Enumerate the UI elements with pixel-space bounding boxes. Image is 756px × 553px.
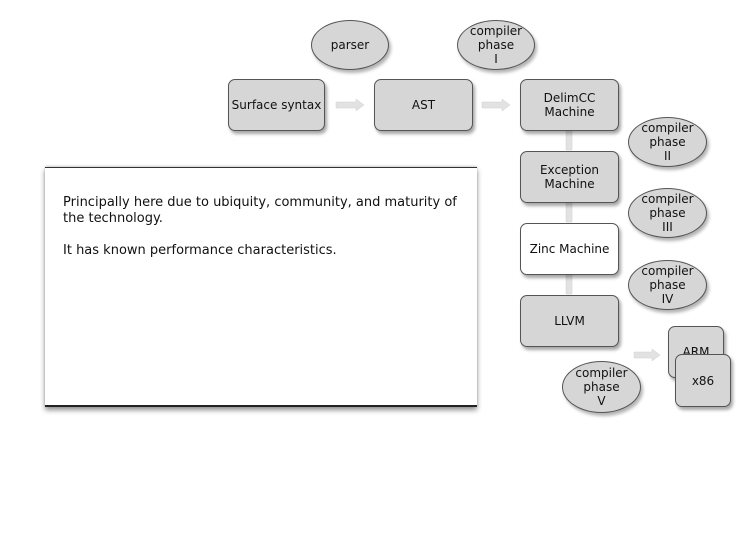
label-compiler-phase-4: compiler phase IV bbox=[628, 260, 707, 310]
node-exception-machine: Exception Machine bbox=[520, 151, 619, 203]
arrow-exception-to-zinc bbox=[565, 202, 573, 223]
node-x86: x86 bbox=[675, 354, 731, 407]
label-phase-3-text: compiler phase III bbox=[641, 192, 694, 234]
label-compiler-phase-1: compiler phase I bbox=[457, 20, 535, 70]
label-parser-text: parser bbox=[330, 38, 370, 52]
arrow-zinc-to-llvm bbox=[565, 274, 573, 295]
arrow-llvm-to-targets bbox=[633, 348, 661, 362]
note-line-1: Principally here due to ubiquity, commun… bbox=[63, 195, 457, 226]
node-surface-syntax: Surface syntax bbox=[228, 79, 325, 131]
label-compiler-phase-5: compiler phase V bbox=[562, 361, 641, 413]
node-zinc-machine: Zinc Machine bbox=[520, 223, 619, 275]
node-llvm-label: LLVM bbox=[554, 314, 585, 328]
label-phase-5-text: compiler phase V bbox=[575, 366, 628, 408]
node-surface-syntax-label: Surface syntax bbox=[231, 98, 322, 112]
label-compiler-phase-3: compiler phase III bbox=[628, 188, 707, 238]
label-phase-4-text: compiler phase IV bbox=[641, 264, 694, 306]
label-parser: parser bbox=[311, 20, 389, 70]
node-ast-label: AST bbox=[411, 98, 436, 112]
label-phase-1-text: compiler phase I bbox=[469, 24, 523, 66]
label-phase-2-text: compiler phase II bbox=[641, 121, 694, 163]
node-llvm: LLVM bbox=[520, 295, 619, 347]
node-zinc-label: Zinc Machine bbox=[529, 242, 610, 256]
node-delimcc-label: DelimCC Machine bbox=[543, 91, 596, 119]
node-ast: AST bbox=[374, 79, 473, 131]
note-line-2: It has known performance characteristics… bbox=[63, 243, 337, 258]
label-compiler-phase-2: compiler phase II bbox=[628, 117, 707, 167]
arrow-ast-to-delimcc bbox=[481, 98, 511, 112]
node-exception-label: Exception Machine bbox=[539, 163, 600, 191]
arrow-delimcc-to-exception bbox=[565, 130, 573, 151]
arrow-surface-to-ast bbox=[335, 98, 365, 112]
node-x86-label: x86 bbox=[691, 373, 715, 388]
node-delimcc-machine: DelimCC Machine bbox=[520, 79, 619, 131]
presenter-note: Principally here due to ubiquity, commun… bbox=[45, 167, 477, 407]
